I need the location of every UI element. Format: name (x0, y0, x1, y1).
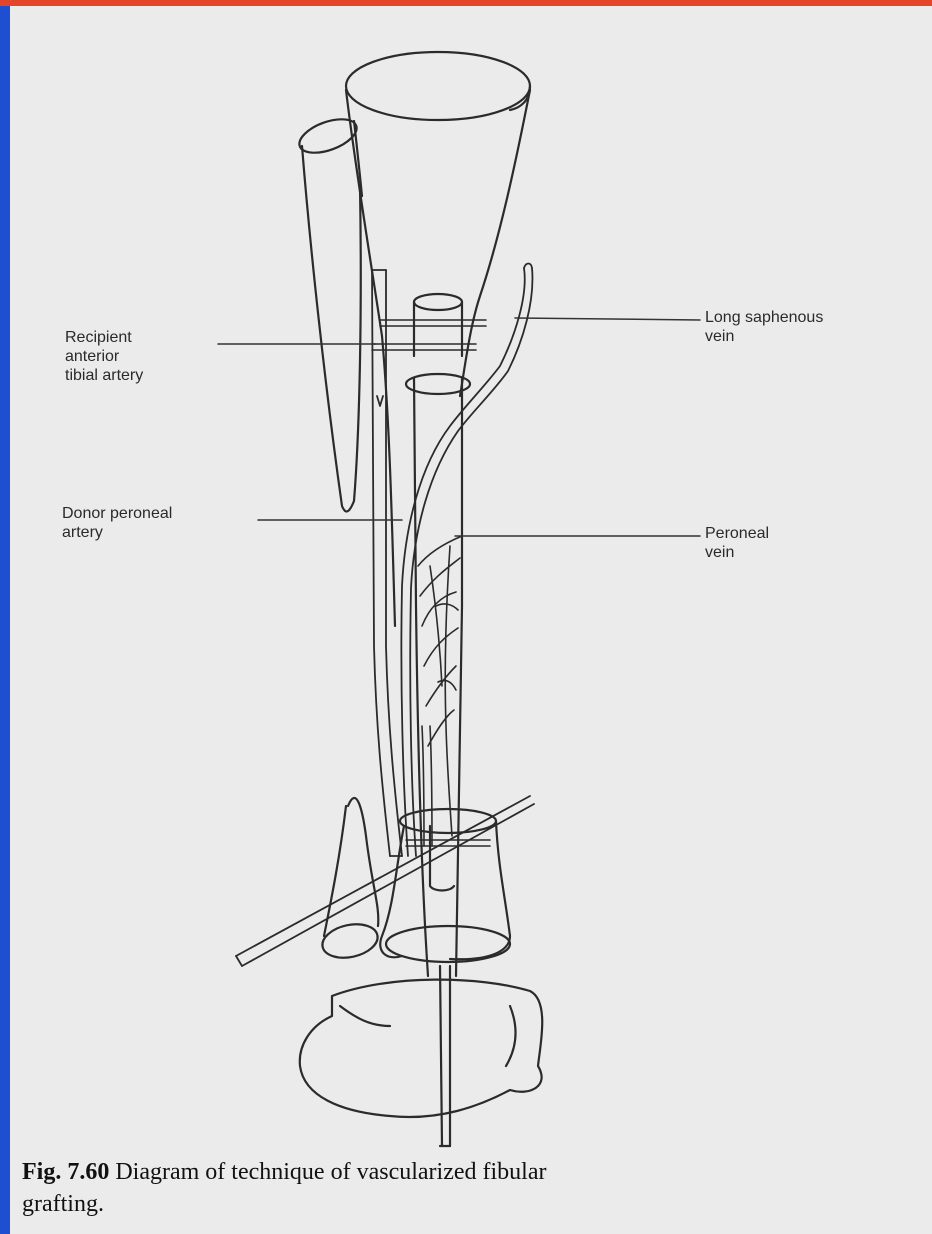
figure-caption: Fig. 7.60 Diagram of technique of vascul… (22, 1156, 922, 1220)
label-long-saphenous-vein: Long saphenous vein (705, 308, 823, 346)
fibula-lower (319, 798, 380, 963)
fibula-upper (295, 113, 362, 512)
label-peroneal-vein: Peroneal vein (705, 524, 769, 562)
scanned-page: Recipient anterior tibial artery Long sa… (10, 6, 932, 1234)
fibular-graft (406, 294, 470, 1146)
figure-number: Fig. 7.60 (22, 1159, 109, 1185)
label-donor-peroneal-artery: Donor peroneal artery (62, 504, 172, 542)
recipient-artery (372, 270, 402, 856)
talus (300, 980, 542, 1117)
transfixion-pin (236, 796, 534, 966)
label-recipient-anterior-tibial-artery: Recipient anterior tibial artery (65, 328, 143, 385)
peroneal-branches (418, 536, 462, 846)
fibular-grafting-diagram (10, 6, 932, 1234)
